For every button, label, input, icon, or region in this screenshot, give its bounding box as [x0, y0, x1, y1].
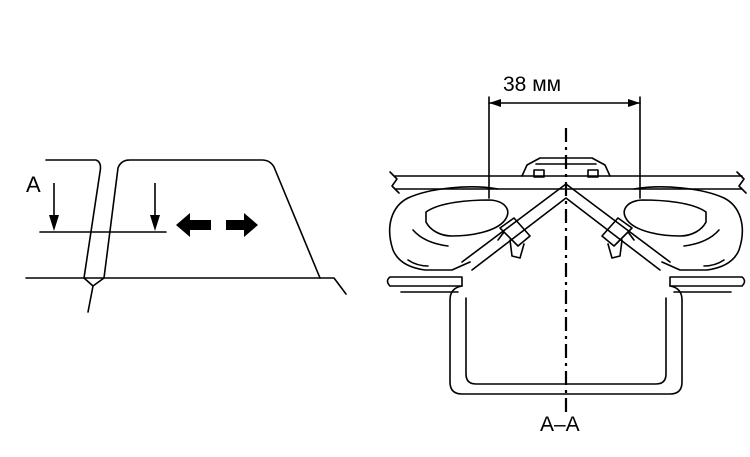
- right-arrow-icon: [226, 213, 258, 237]
- clip-left: [498, 218, 530, 258]
- seam-tail: [88, 286, 93, 312]
- clip-right: [602, 218, 634, 258]
- left-panel-outline: [46, 160, 101, 278]
- dimension-arrow-left-icon: [489, 99, 501, 107]
- roof-inner: [472, 198, 660, 270]
- left-sketch: [26, 160, 346, 312]
- left-spring-outer: [390, 187, 498, 270]
- right-panel-outline: [104, 160, 320, 278]
- left-spring-inner: [426, 200, 508, 236]
- right-spring-outer: [634, 187, 742, 270]
- flange-left: [388, 277, 463, 286]
- dimension-arrow-right-icon: [628, 99, 640, 107]
- down-arrow-icon: [150, 183, 160, 231]
- base-line: [26, 278, 346, 294]
- section-name-label: A–A: [540, 413, 580, 436]
- tray-outer: [450, 286, 682, 394]
- right-spring-inner: [624, 200, 706, 236]
- seam-line: [84, 278, 104, 286]
- dimension-38mm: [489, 97, 640, 198]
- down-arrow-icon: [49, 183, 59, 231]
- left-arrow-icon: [176, 213, 211, 237]
- flange-right: [670, 277, 745, 286]
- dimension-label: 38 мм: [503, 73, 562, 96]
- section-mark-label: A: [26, 172, 41, 197]
- body-panel: [390, 172, 746, 193]
